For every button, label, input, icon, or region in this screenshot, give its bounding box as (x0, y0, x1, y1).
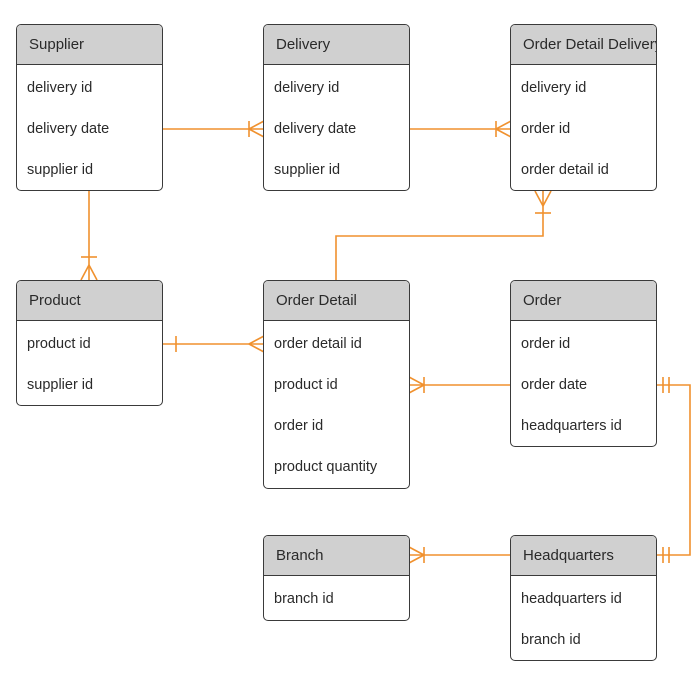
entity-field[interactable]: branch id (521, 632, 581, 648)
entity-field[interactable]: headquarters id (521, 591, 622, 607)
relationship-headquarters-branch[interactable] (408, 546, 511, 564)
entity-field[interactable]: delivery id (521, 80, 587, 96)
entity-field[interactable]: order id (521, 336, 571, 352)
relationship-supplier-product[interactable] (80, 191, 98, 281)
entity-order-detail[interactable]: Order Detail order detail id product id … (263, 280, 410, 489)
entity-field[interactable]: order id (274, 418, 324, 434)
relationship-order-headquarters[interactable] (656, 377, 691, 563)
entity-title: Delivery (264, 25, 409, 65)
entity-order-detail-delivery[interactable]: Order Detail Delivery delivery id order … (510, 24, 657, 191)
entity-field[interactable]: order detail id (274, 336, 362, 352)
entity-order[interactable]: Order order id order date headquarters i… (510, 280, 657, 447)
entity-field[interactable]: delivery date (27, 121, 110, 137)
entity-title: Order Detail Delivery (511, 25, 656, 65)
relationship-order-detail-order-detail-delivery[interactable] (335, 190, 552, 280)
entity-field[interactable]: order date (521, 377, 588, 393)
entity-field[interactable]: product id (27, 336, 91, 352)
entity-delivery[interactable]: Delivery delivery id delivery date suppl… (263, 24, 410, 191)
relationship-product-order-detail[interactable] (162, 335, 265, 353)
relationship-delivery-order-detail-delivery[interactable] (409, 120, 512, 138)
entity-branch[interactable]: Branch branch id (263, 535, 410, 621)
entity-field[interactable]: delivery id (27, 80, 93, 96)
entity-field[interactable]: branch id (274, 591, 334, 607)
entity-title: Order Detail (264, 281, 409, 321)
entity-field[interactable]: order detail id (521, 162, 609, 178)
entity-field[interactable]: supplier id (274, 162, 341, 178)
entity-title: Product (17, 281, 162, 321)
entity-field[interactable]: delivery id (274, 80, 340, 96)
entity-field[interactable]: product quantity (274, 459, 378, 475)
entity-title: Supplier (17, 25, 162, 65)
entity-title: Order (511, 281, 656, 321)
relationship-supplier-delivery[interactable] (162, 120, 265, 138)
entity-title: Headquarters (511, 536, 656, 576)
entity-title: Branch (264, 536, 409, 576)
entity-field[interactable]: order id (521, 121, 571, 137)
entity-product[interactable]: Product product id supplier id (16, 280, 163, 406)
entity-field[interactable]: supplier id (27, 377, 94, 393)
entity-field[interactable]: supplier id (27, 162, 94, 178)
entity-field[interactable]: headquarters id (521, 418, 622, 434)
relationship-order-order-detail[interactable] (408, 376, 511, 394)
entity-headquarters[interactable]: Headquarters headquarters id branch id (510, 535, 657, 661)
entity-field[interactable]: product id (274, 377, 338, 393)
entity-supplier[interactable]: Supplier delivery id delivery date suppl… (16, 24, 163, 191)
entity-field[interactable]: delivery date (274, 121, 357, 137)
